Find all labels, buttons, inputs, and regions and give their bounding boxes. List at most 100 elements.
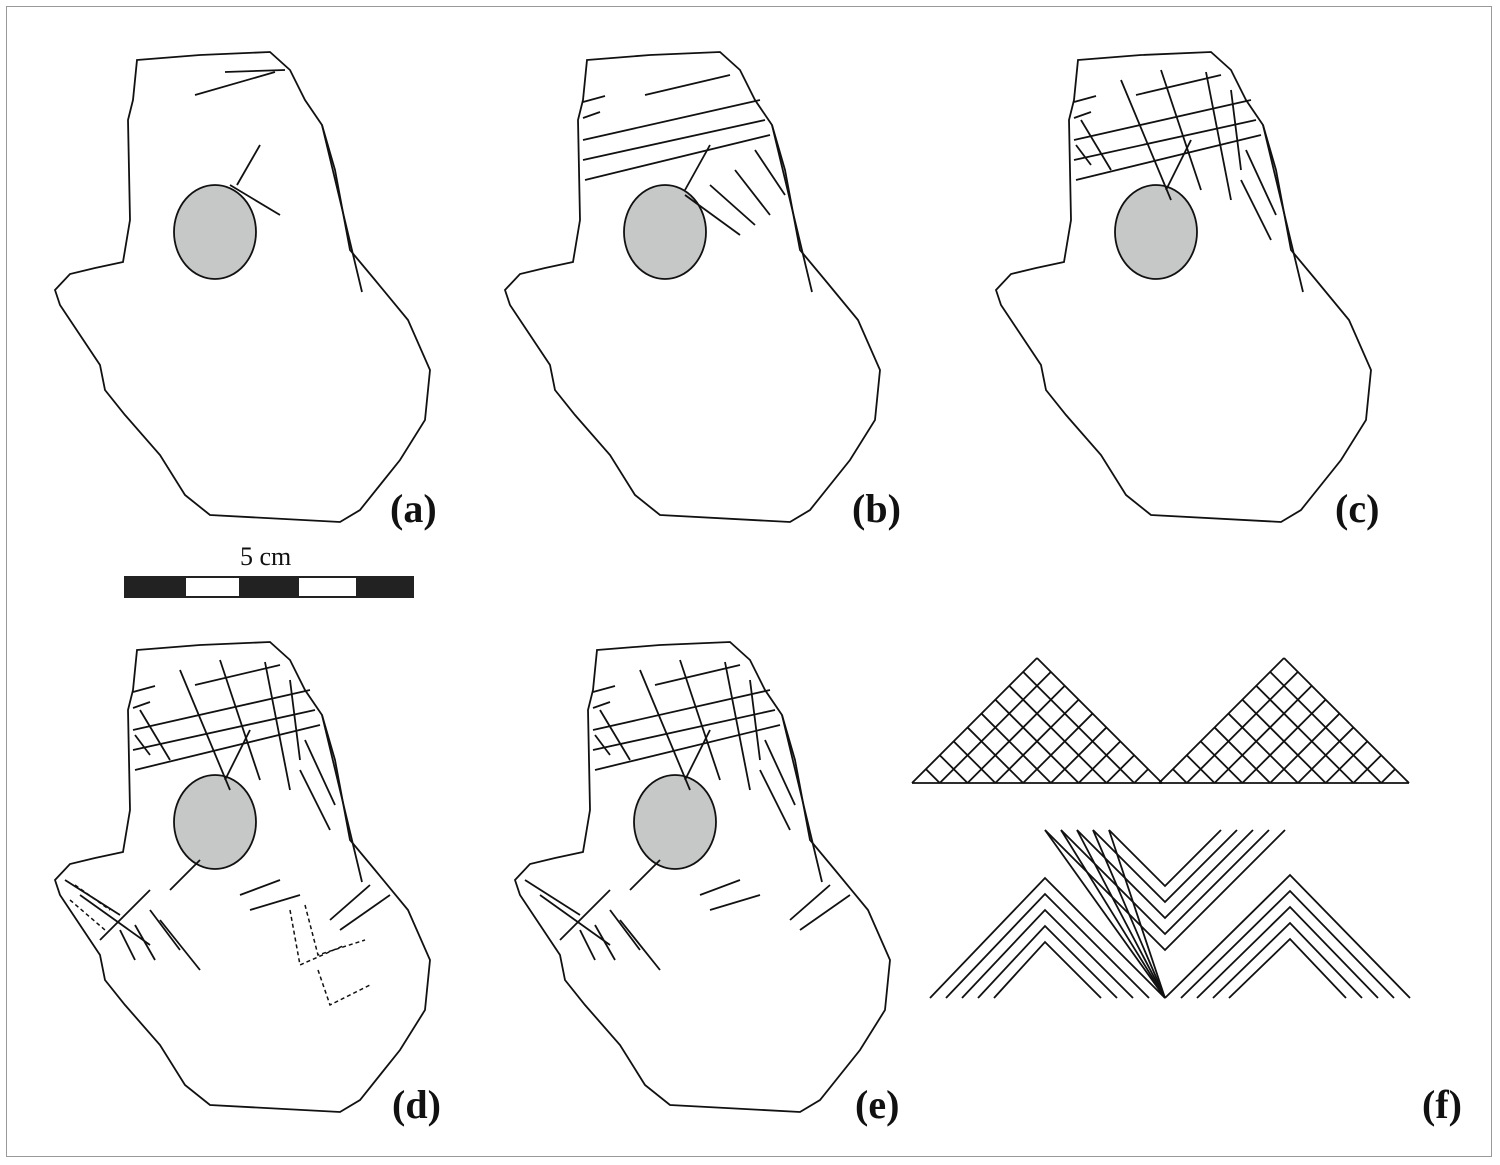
label-a: (a)	[390, 486, 437, 531]
incision-line	[639, 669, 691, 791]
label-c: (c)	[1335, 486, 1379, 531]
perforation-hole	[1114, 184, 1198, 280]
incision-line	[754, 149, 786, 196]
incision-line	[592, 709, 776, 751]
incision-line	[1120, 79, 1172, 201]
incision-line	[236, 144, 261, 186]
pattern-reconstruction	[911, 657, 1411, 999]
incision-line	[219, 659, 261, 781]
artifact-panel-d	[54, 641, 431, 1113]
lattice-line	[1172, 768, 1188, 784]
chevron-pattern	[929, 829, 1411, 999]
incision-line	[1073, 99, 1252, 141]
chevron-line	[1044, 829, 1286, 952]
lattice-line	[925, 768, 941, 784]
lattice-line	[966, 726, 1024, 784]
incision-line	[329, 884, 371, 921]
incision-line	[139, 709, 171, 761]
lattice-line	[1213, 685, 1313, 784]
incision-line	[264, 661, 291, 791]
incision-line	[1075, 134, 1262, 181]
incision-line	[134, 724, 321, 771]
perforation-hole	[173, 774, 257, 870]
incision-line	[582, 95, 606, 103]
incision-line	[1075, 144, 1092, 166]
incision-line	[724, 661, 751, 791]
lattice-line	[1380, 768, 1396, 784]
label-e: (e)	[855, 1082, 899, 1127]
incision-line	[619, 919, 661, 971]
incision-line	[1262, 124, 1304, 293]
scale-segment	[297, 576, 358, 598]
lattice-line	[980, 712, 1052, 784]
artifact-panel-c	[995, 51, 1372, 523]
incision-line	[321, 124, 363, 293]
incision-line	[1165, 139, 1192, 191]
artifact-outline	[504, 51, 881, 523]
scale-segment	[124, 576, 186, 598]
lattice-line	[1105, 754, 1135, 784]
incision-line	[134, 924, 156, 961]
incision-line	[169, 859, 201, 891]
chevron-line	[945, 892, 1150, 999]
lattice-line	[1078, 740, 1121, 784]
incision-line	[149, 909, 181, 951]
incision-line	[132, 685, 156, 693]
lattice-line	[953, 740, 996, 784]
scale-label: 5 cm	[240, 542, 291, 571]
artifact-panel-e	[514, 641, 891, 1113]
incision-line	[132, 689, 311, 731]
artifact-panel-b	[504, 51, 881, 523]
incision-line	[304, 739, 336, 806]
incision-line	[644, 74, 731, 96]
incision-line	[134, 734, 151, 756]
triangle-edge	[1036, 657, 1163, 784]
lattice-line	[1186, 754, 1216, 784]
incision-line	[1245, 149, 1277, 216]
incision-line	[699, 879, 741, 896]
lattice-line	[966, 685, 1066, 784]
incision-line	[239, 879, 281, 896]
dashed-incision	[69, 884, 111, 931]
dashed-incision	[289, 909, 346, 967]
chevron-line	[1076, 829, 1254, 920]
scale-segment	[239, 576, 299, 598]
artifact-outline	[514, 641, 891, 1113]
artifact-panel-a	[54, 51, 431, 523]
chevron-line	[1044, 829, 1166, 999]
incision-line	[524, 879, 581, 916]
incision-line	[1073, 119, 1257, 161]
incision-line	[592, 701, 611, 709]
dashed-incision	[304, 904, 366, 956]
incision-line	[734, 169, 771, 216]
incision-line	[582, 119, 766, 161]
chevron-line	[929, 876, 1166, 999]
incision-line	[224, 69, 286, 73]
chevron-line	[1228, 937, 1347, 999]
lattice-line	[1008, 685, 1108, 784]
incision-line	[224, 729, 251, 781]
artifact-outline	[54, 641, 431, 1113]
incision-line	[289, 679, 301, 761]
incision-line	[709, 184, 756, 226]
triangle-edge	[911, 657, 1038, 784]
incision-line	[759, 769, 791, 831]
artifact-outline	[54, 51, 431, 523]
lattice-line	[1022, 712, 1094, 784]
lattice-triangle	[911, 657, 1163, 784]
incision-line	[1240, 179, 1272, 241]
scale-segment	[356, 576, 414, 598]
incision-line	[592, 685, 616, 693]
incision-line	[771, 124, 813, 293]
incision-line	[764, 739, 796, 806]
chevron-line	[1060, 829, 1166, 999]
incision-line	[684, 729, 711, 781]
incision-line	[1073, 95, 1097, 103]
incision-line	[584, 134, 771, 181]
incision-line	[684, 194, 741, 236]
incision-line	[179, 669, 231, 791]
chevron-line	[1092, 829, 1238, 904]
incision-line	[299, 769, 331, 831]
label-f: (f)	[1422, 1082, 1462, 1127]
figure-border	[6, 6, 1492, 1157]
